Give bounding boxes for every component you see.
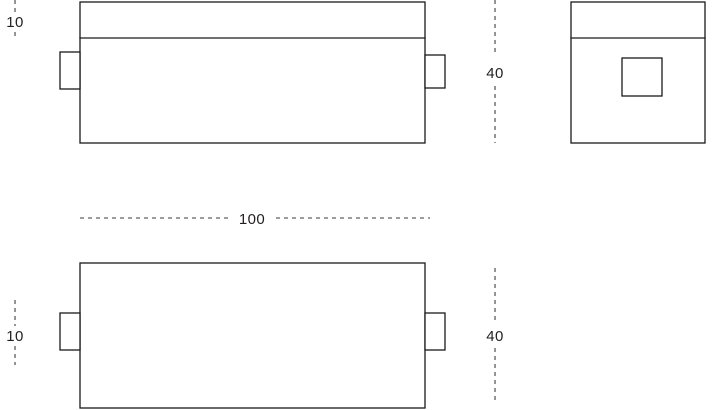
dimension-40-bottom-right-label: 40 xyxy=(486,328,504,345)
top-view xyxy=(59,1,446,144)
dimension-10-top-left: 10 xyxy=(6,0,24,38)
dimension-100-middle: 100 xyxy=(80,211,430,228)
dimension-100-middle-label: 100 xyxy=(239,211,265,228)
side-view xyxy=(570,1,706,144)
dimension-40-top-right-label: 40 xyxy=(486,65,504,82)
dimension-10-top-left-label: 10 xyxy=(6,14,24,31)
top-view-left-tab xyxy=(59,51,81,90)
dimension-40-bottom-right: 40 xyxy=(486,268,504,400)
dimension-40-top-right: 40 xyxy=(486,0,504,143)
front-view xyxy=(59,262,446,409)
top-view-right-tab xyxy=(424,54,446,89)
front-view-body xyxy=(79,262,426,409)
top-view-body xyxy=(79,1,426,144)
front-view-right-tab xyxy=(424,312,446,351)
side-view-bore-square xyxy=(621,57,663,97)
dimension-10-bottom-left: 10 xyxy=(6,300,24,365)
dimension-10-bottom-left-label: 10 xyxy=(6,328,24,345)
front-view-left-tab xyxy=(59,312,81,351)
